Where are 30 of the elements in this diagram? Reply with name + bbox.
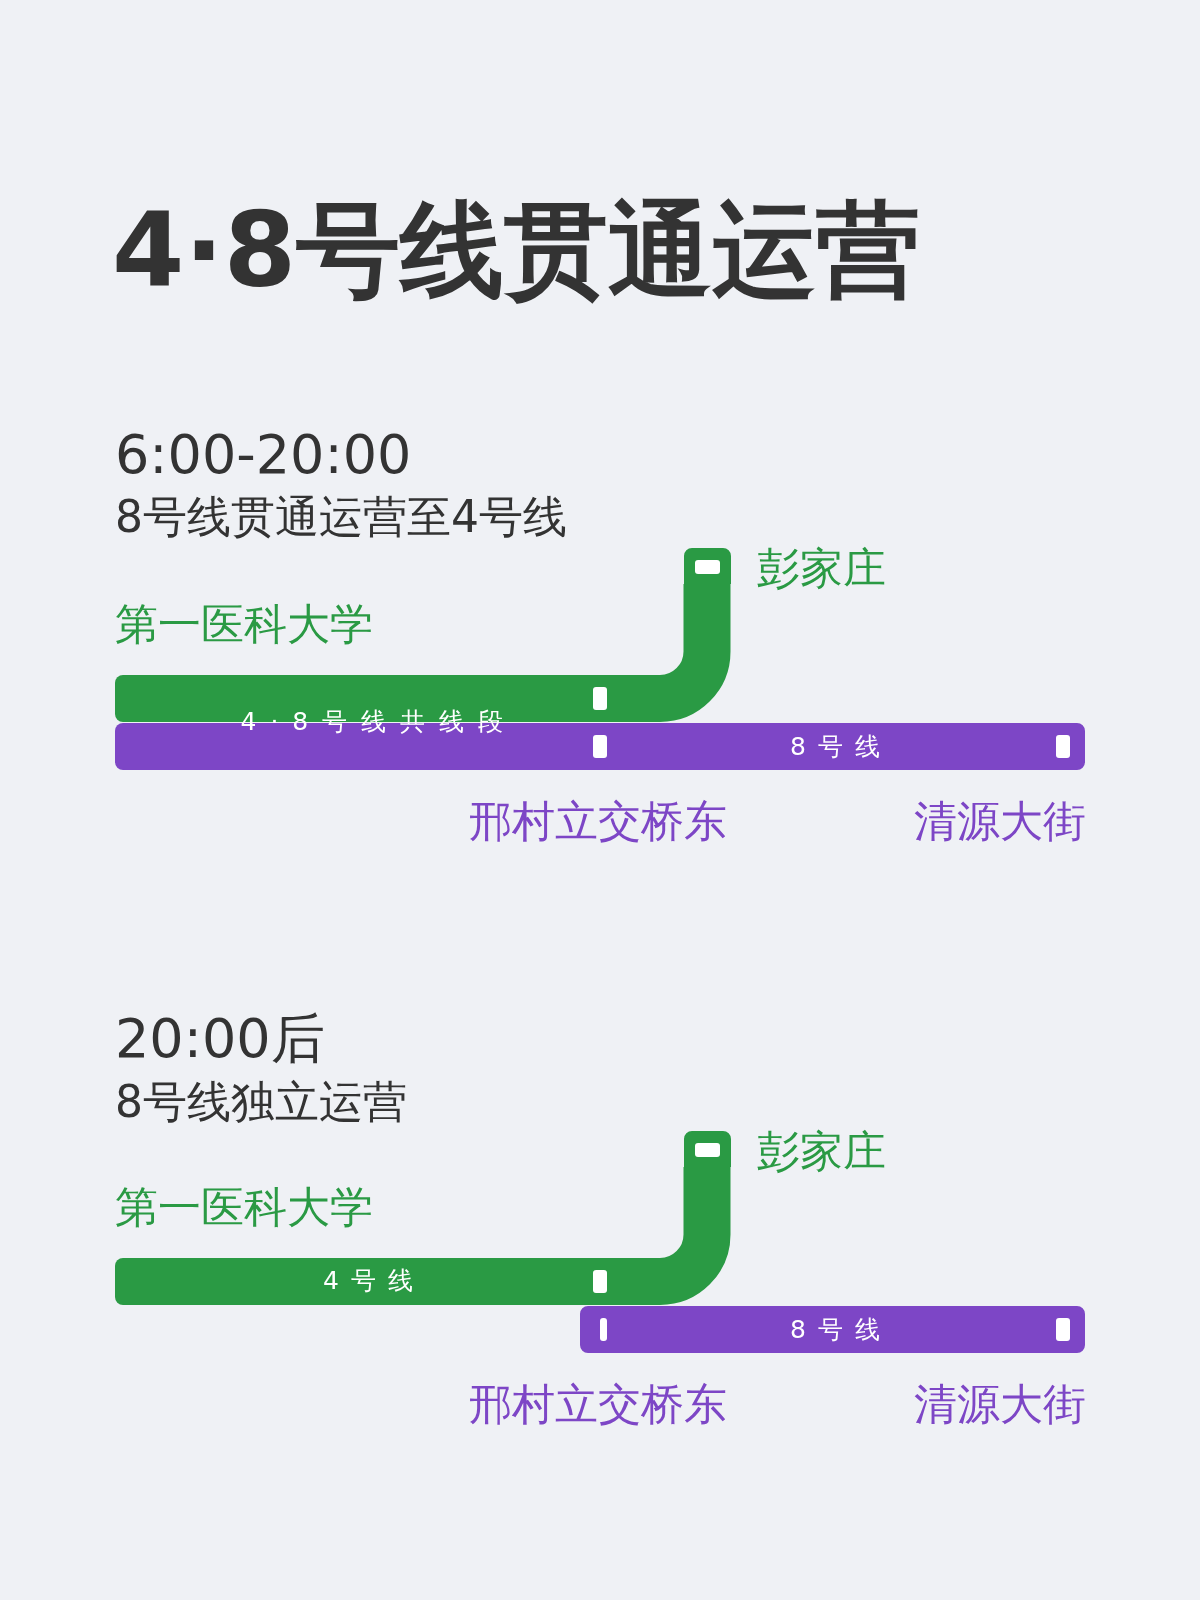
metro-line-segment (614, 723, 1049, 770)
station-name: 第一医科大学 (115, 1186, 373, 1229)
time-heading: 6:00-20:00 (115, 428, 412, 482)
station-marker (115, 1258, 143, 1305)
station-name: 彭家庄 (757, 547, 886, 590)
station-name: 清源大街 (914, 1383, 1086, 1426)
station-name: 彭家庄 (757, 1130, 886, 1173)
station-marker (1049, 1306, 1085, 1353)
line-label: 8号线 (790, 1317, 892, 1342)
line-label: 4·8号线共线段 (240, 709, 518, 734)
metro-line-segment (614, 1306, 1049, 1353)
metro-line-segment (143, 723, 586, 770)
line-label: 4号线 (323, 1268, 425, 1293)
line-label: 8号线 (790, 734, 892, 759)
station-marker (683, 548, 731, 584)
title: 4·8号线贯通运营 (112, 198, 921, 302)
section-subtitle: 8号线贯通运营至4号线 (115, 495, 567, 539)
station-marker (580, 1306, 614, 1353)
station-marker (1049, 723, 1085, 770)
station-marker (115, 675, 143, 722)
time-heading: 20:00后 (115, 1012, 325, 1066)
station-name: 清源大街 (914, 800, 1086, 843)
metro-line-segment (143, 1258, 586, 1305)
station-name: 邢村立交桥东 (469, 800, 727, 843)
metro-line-segment (143, 675, 586, 722)
station-name: 邢村立交桥东 (469, 1383, 727, 1426)
station-marker (115, 723, 143, 770)
station-name: 第一医科大学 (115, 603, 373, 646)
station-marker (683, 1131, 731, 1167)
section-subtitle: 8号线独立运营 (115, 1080, 407, 1124)
